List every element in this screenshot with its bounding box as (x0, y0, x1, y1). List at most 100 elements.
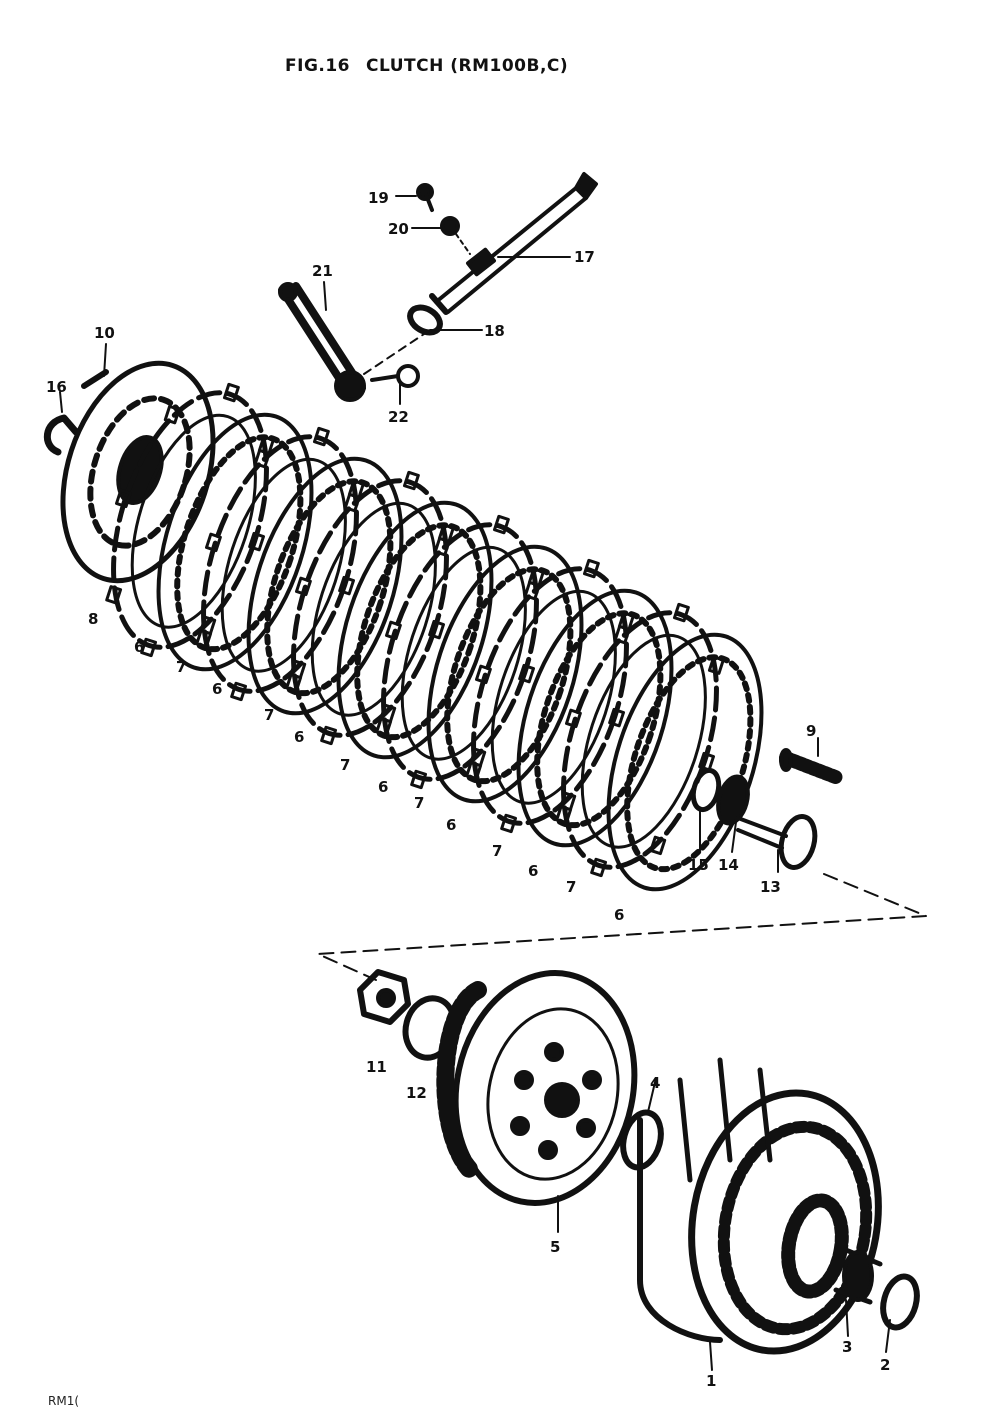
plate-tab (433, 536, 451, 557)
release-shaft (429, 172, 598, 315)
plate-tab (375, 717, 393, 737)
plate-tab (230, 681, 248, 702)
release-nut (407, 304, 443, 336)
plate-tab (312, 426, 330, 447)
callout-14: 14 (718, 856, 739, 874)
callout-7f: 7 (566, 878, 576, 896)
plate-tab (608, 707, 625, 728)
callout-9: 9 (806, 722, 816, 740)
callout-6e: 6 (446, 816, 456, 834)
plate-tab (248, 531, 265, 552)
push-piece-13 (736, 814, 818, 870)
callout-16: 16 (46, 378, 67, 396)
spacer-3 (833, 1247, 883, 1305)
plate-tab (285, 673, 303, 693)
plate-tab (338, 575, 355, 596)
callout-6g: 6 (614, 906, 624, 924)
callout-11: 11 (366, 1058, 387, 1076)
callout-10: 10 (94, 324, 115, 342)
plate-tab (707, 655, 725, 675)
driven-plate (606, 632, 764, 892)
callout-7d: 7 (414, 794, 424, 812)
bearing-14 (716, 774, 750, 826)
drive-plate (285, 470, 455, 746)
screw-22 (370, 364, 420, 388)
callout-6b: 6 (212, 680, 222, 698)
washer-2 (880, 1273, 920, 1331)
callout-19: 19 (368, 189, 389, 207)
plate-tab (698, 751, 715, 772)
plate-tab (105, 585, 123, 605)
callout-7c: 7 (340, 756, 350, 774)
plate-tab (565, 708, 582, 729)
plate-tab (518, 663, 535, 684)
figure-number: FIG.16 (285, 56, 351, 76)
plate-tab (465, 761, 483, 781)
nut-11 (357, 969, 411, 1025)
primary-driven-gear-assembly (637, 1057, 882, 1355)
callout-18: 18 (484, 322, 505, 340)
callout-5: 5 (550, 1238, 560, 1256)
plate-tab (555, 805, 573, 825)
figure-title: FIG.16 CLUTCH (RM100B,C) (285, 56, 568, 76)
release-arm (278, 282, 431, 402)
plate-tab (613, 624, 631, 645)
plate-tab (649, 835, 667, 856)
callout-6d: 6 (378, 778, 388, 796)
bolt-19 (416, 183, 434, 212)
circlip-16 (44, 414, 80, 456)
callout-3: 3 (842, 1338, 852, 1356)
plate-tab (402, 470, 420, 491)
washer-20 (440, 216, 471, 255)
callout-7a: 7 (176, 658, 186, 676)
callout-21: 21 (312, 262, 333, 280)
callout-4: 4 (650, 1074, 660, 1092)
footer-code: RM1( (48, 1394, 80, 1408)
plate-tab (475, 664, 492, 685)
callout-6f: 6 (528, 862, 538, 880)
plate-tab (163, 404, 181, 425)
plate-tab (295, 576, 312, 597)
plate-tab (385, 620, 402, 641)
plate-tab (428, 619, 445, 640)
plate-tab (492, 514, 510, 535)
callout-6c: 6 (294, 728, 304, 746)
plate-tab (582, 558, 600, 579)
plate-tab (672, 602, 690, 623)
plate-tab (410, 769, 428, 790)
callout-1: 1 (706, 1372, 716, 1390)
drive-plate (465, 558, 635, 834)
plate-tab (320, 725, 338, 746)
thrust-washer-4 (620, 1109, 664, 1171)
plate-tab (253, 448, 271, 469)
plate-tab (205, 532, 222, 553)
plate-tab (115, 488, 132, 509)
plate-tab (222, 382, 240, 403)
clutch-sleeve-hub (436, 970, 638, 1206)
drive-plate (555, 602, 725, 878)
plate-tab (523, 580, 541, 601)
callout-6a: 6 (134, 638, 144, 656)
plate-tab (500, 813, 518, 834)
plate-tab (195, 629, 213, 649)
plate-tab (140, 637, 158, 658)
plate-tab (590, 857, 608, 878)
figure-name: CLUTCH (RM100B,C) (366, 56, 569, 76)
callout-labels: 19 20 17 21 18 22 10 16 8 6 7 6 7 6 7 6 … (46, 189, 890, 1390)
callout-7e: 7 (492, 842, 502, 860)
alignment-line (317, 873, 927, 981)
callout-22: 22 (388, 408, 409, 426)
pin-10 (81, 369, 109, 389)
callout-12: 12 (406, 1084, 427, 1102)
spring-9 (779, 748, 845, 785)
callout-20: 20 (388, 220, 409, 238)
callout-13: 13 (760, 878, 781, 896)
callout-17: 17 (574, 248, 595, 266)
callout-8: 8 (88, 610, 98, 628)
callout-15: 15 (688, 856, 709, 874)
clutch-plate-stack (105, 382, 764, 892)
plate-tab (343, 492, 361, 513)
callout-7b: 7 (264, 706, 274, 724)
